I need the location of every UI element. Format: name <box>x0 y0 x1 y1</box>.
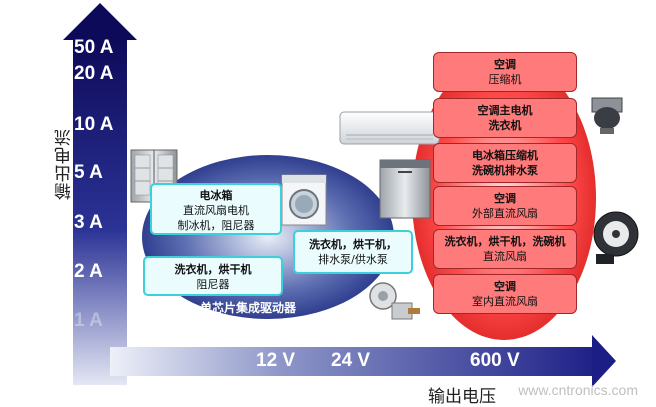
y-tick-10a: 10 A <box>74 114 114 135</box>
refrigerator-box: 电冰箱 直流风扇电机 制冰机，阻尼器 <box>150 183 282 235</box>
y-tick-20a: 20 A <box>74 63 114 84</box>
y-axis-title: 输出电流 <box>55 128 75 200</box>
washer-dryer-damper-box-line-1: 阻尼器 <box>196 278 230 291</box>
ac-main-motor-box-title: 空调主电机 <box>477 104 533 117</box>
appliance-fan-box: 洗衣机，烘干机，洗碗机 直流风扇 <box>433 229 577 269</box>
appliance-fan-box-line-1: 直流风扇 <box>483 250 527 263</box>
ac-compressor-box: 空调 压缩机 <box>433 52 577 92</box>
refrigerator-box-line-1: 直流风扇电机 <box>183 204 249 217</box>
y-tick-50a: 50 A <box>74 37 114 58</box>
washer-dryer-damper-box: 洗衣机，烘干机 阻尼器 <box>143 256 283 296</box>
watermark: www.cntronics.com <box>518 382 638 398</box>
air-conditioner-image <box>339 111 440 145</box>
ac-indoor-fan-box-line-1: 室内直流风扇 <box>472 295 538 308</box>
ac-outdoor-fan-box: 空调 外部直流风扇 <box>433 186 577 226</box>
refrigerator-box-line-2: 制冰机，阻尼器 <box>177 219 255 232</box>
ac-outdoor-fan-box-line-1: 外部直流风扇 <box>472 207 538 220</box>
ac-indoor-fan-box-title: 空调 <box>494 280 516 293</box>
y-axis-arrow <box>63 3 137 385</box>
fridge-compressor-box: 电冰箱压缩机 洗碗机排水泵 <box>433 143 577 183</box>
x-axis-arrow <box>110 335 616 387</box>
y-tick-5a: 5 A <box>74 162 103 183</box>
washing-machine-image <box>281 174 327 226</box>
refrigerator-box-title: 电冰箱 <box>199 189 233 202</box>
fridge-compressor-box-title: 电冰箱压缩机 <box>472 149 538 162</box>
x-tick-600v: 600 V <box>470 350 520 371</box>
fridge-compressor-box-line-1: 洗碗机排水泵 <box>472 164 538 177</box>
x-axis-title: 输出电压 <box>428 387 496 407</box>
single-chip-driver-label: 单芯片集成驱动器 <box>200 301 297 315</box>
y-tick-3a: 3 A <box>74 212 103 233</box>
ac-outdoor-fan-box-title: 空调 <box>494 192 516 205</box>
x-tick-12v: 12 V <box>256 350 296 371</box>
washer-pump-box: 洗衣机，烘干机， 排水泵/供水泵 <box>293 230 413 274</box>
x-tick-24v: 24 V <box>331 350 371 371</box>
ac-main-motor-box-line-1: 洗衣机 <box>488 119 522 132</box>
washer-dryer-damper-box-title: 洗衣机，烘干机 <box>174 263 252 276</box>
ac-compressor-box-title: 空调 <box>494 58 516 71</box>
ac-indoor-fan-box: 空调 室内直流风扇 <box>433 274 577 314</box>
y-tick-1a: 1 A <box>74 310 103 331</box>
blower-fan-image <box>593 211 639 264</box>
drain-pump-image <box>369 282 420 320</box>
ac-compressor-box-line-1: 压缩机 <box>488 73 522 86</box>
y-tick-2a: 2 A <box>74 261 103 282</box>
motor-image <box>591 97 623 134</box>
ac-main-motor-box: 空调主电机 洗衣机 <box>433 98 577 138</box>
washer-pump-box-title: 洗衣机，烘干机， <box>309 238 397 251</box>
appliance-fan-box-title: 洗衣机，烘干机，洗碗机 <box>444 235 566 248</box>
dishwasher-image <box>379 159 431 219</box>
washer-pump-box-line-1: 排水泵/供水泵 <box>318 253 388 266</box>
